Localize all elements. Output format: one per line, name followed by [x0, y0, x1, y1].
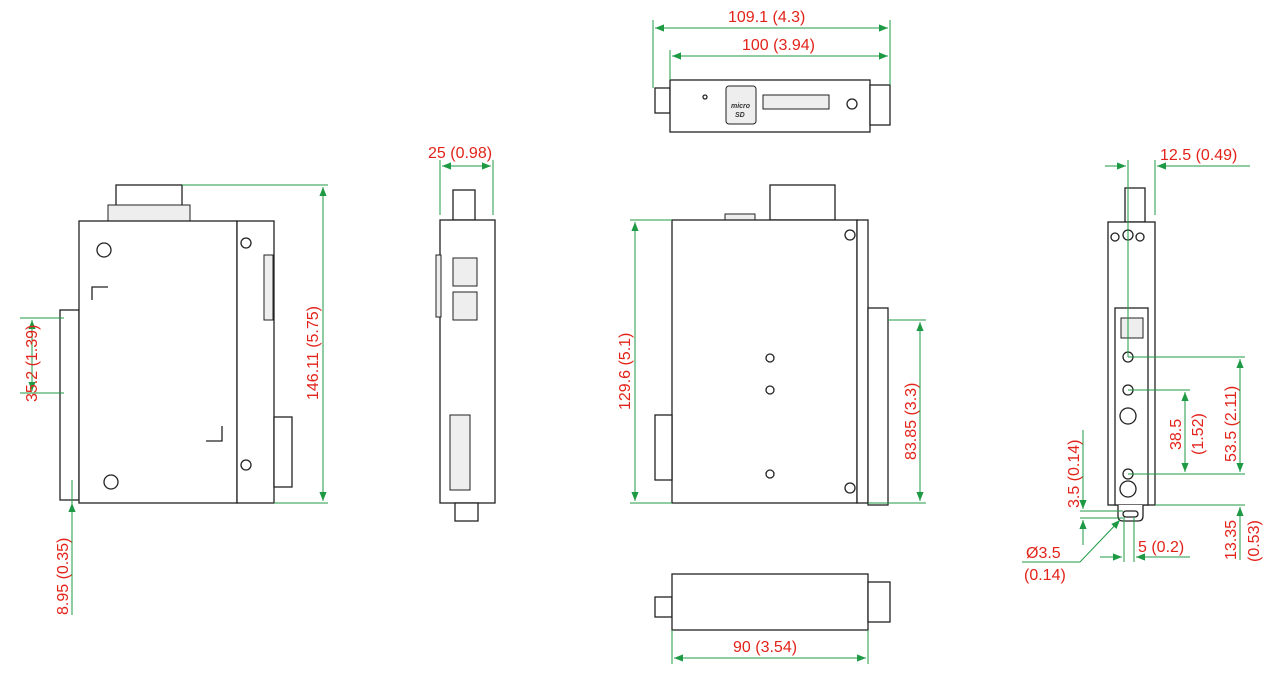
microsd-label-2: SD: [735, 112, 745, 119]
tab-height-label-2: (0.53): [1246, 520, 1263, 562]
right-view: 12.5 (0.49) 53.5 (2.11) 38.5 (1.52) 13.3…: [1022, 147, 1263, 584]
bottom-width-label: 90 (3.54): [733, 639, 797, 656]
top-total-width-label: 109.1 (4.3): [728, 9, 805, 26]
tab-gap-label: 3.5 (0.14): [1066, 440, 1083, 508]
hole-spacing-2-label-2: (1.52): [1190, 413, 1207, 455]
front-height-label: 146.11 (5.75): [305, 306, 322, 400]
din-clip-label: 35.2 (1.39): [24, 325, 41, 402]
hole-spacing-1-label: 53.5 (2.11): [1223, 386, 1240, 462]
slot-width-label: 5 (0.2): [1138, 539, 1184, 556]
side-depth-label: 25 (0.98): [428, 145, 492, 162]
rear-mount-height-label: 83.85 (3.3): [903, 383, 920, 460]
hole-diameter-label-2: (0.14): [1024, 567, 1066, 584]
hole-spacing-2-label-1: 38.5: [1168, 419, 1185, 450]
front-view: 146.11 (5.75) 35.2 (1.39) 8.95 (0.35): [20, 184, 328, 615]
top-view: micro SD 109.1 (4.3) 100 (3.94): [652, 9, 891, 133]
microsd-label-1: micro: [731, 103, 751, 110]
hole-diameter-label-1: Ø3.5: [1026, 545, 1061, 562]
offset-label: 12.5 (0.49): [1160, 147, 1237, 164]
rear-view: 129.6 (5.1) 83.85 (3.3): [617, 184, 926, 506]
top-body-width-label: 100 (3.94): [742, 37, 815, 54]
rear-height-label: 129.6 (5.1): [617, 333, 634, 410]
tab-height-label-1: 13.35: [1223, 520, 1240, 560]
side-view: 25 (0.98): [428, 145, 496, 522]
bottom-view: 90 (3.54): [654, 573, 891, 664]
bottom-offset-label: 8.95 (0.35): [55, 538, 72, 615]
